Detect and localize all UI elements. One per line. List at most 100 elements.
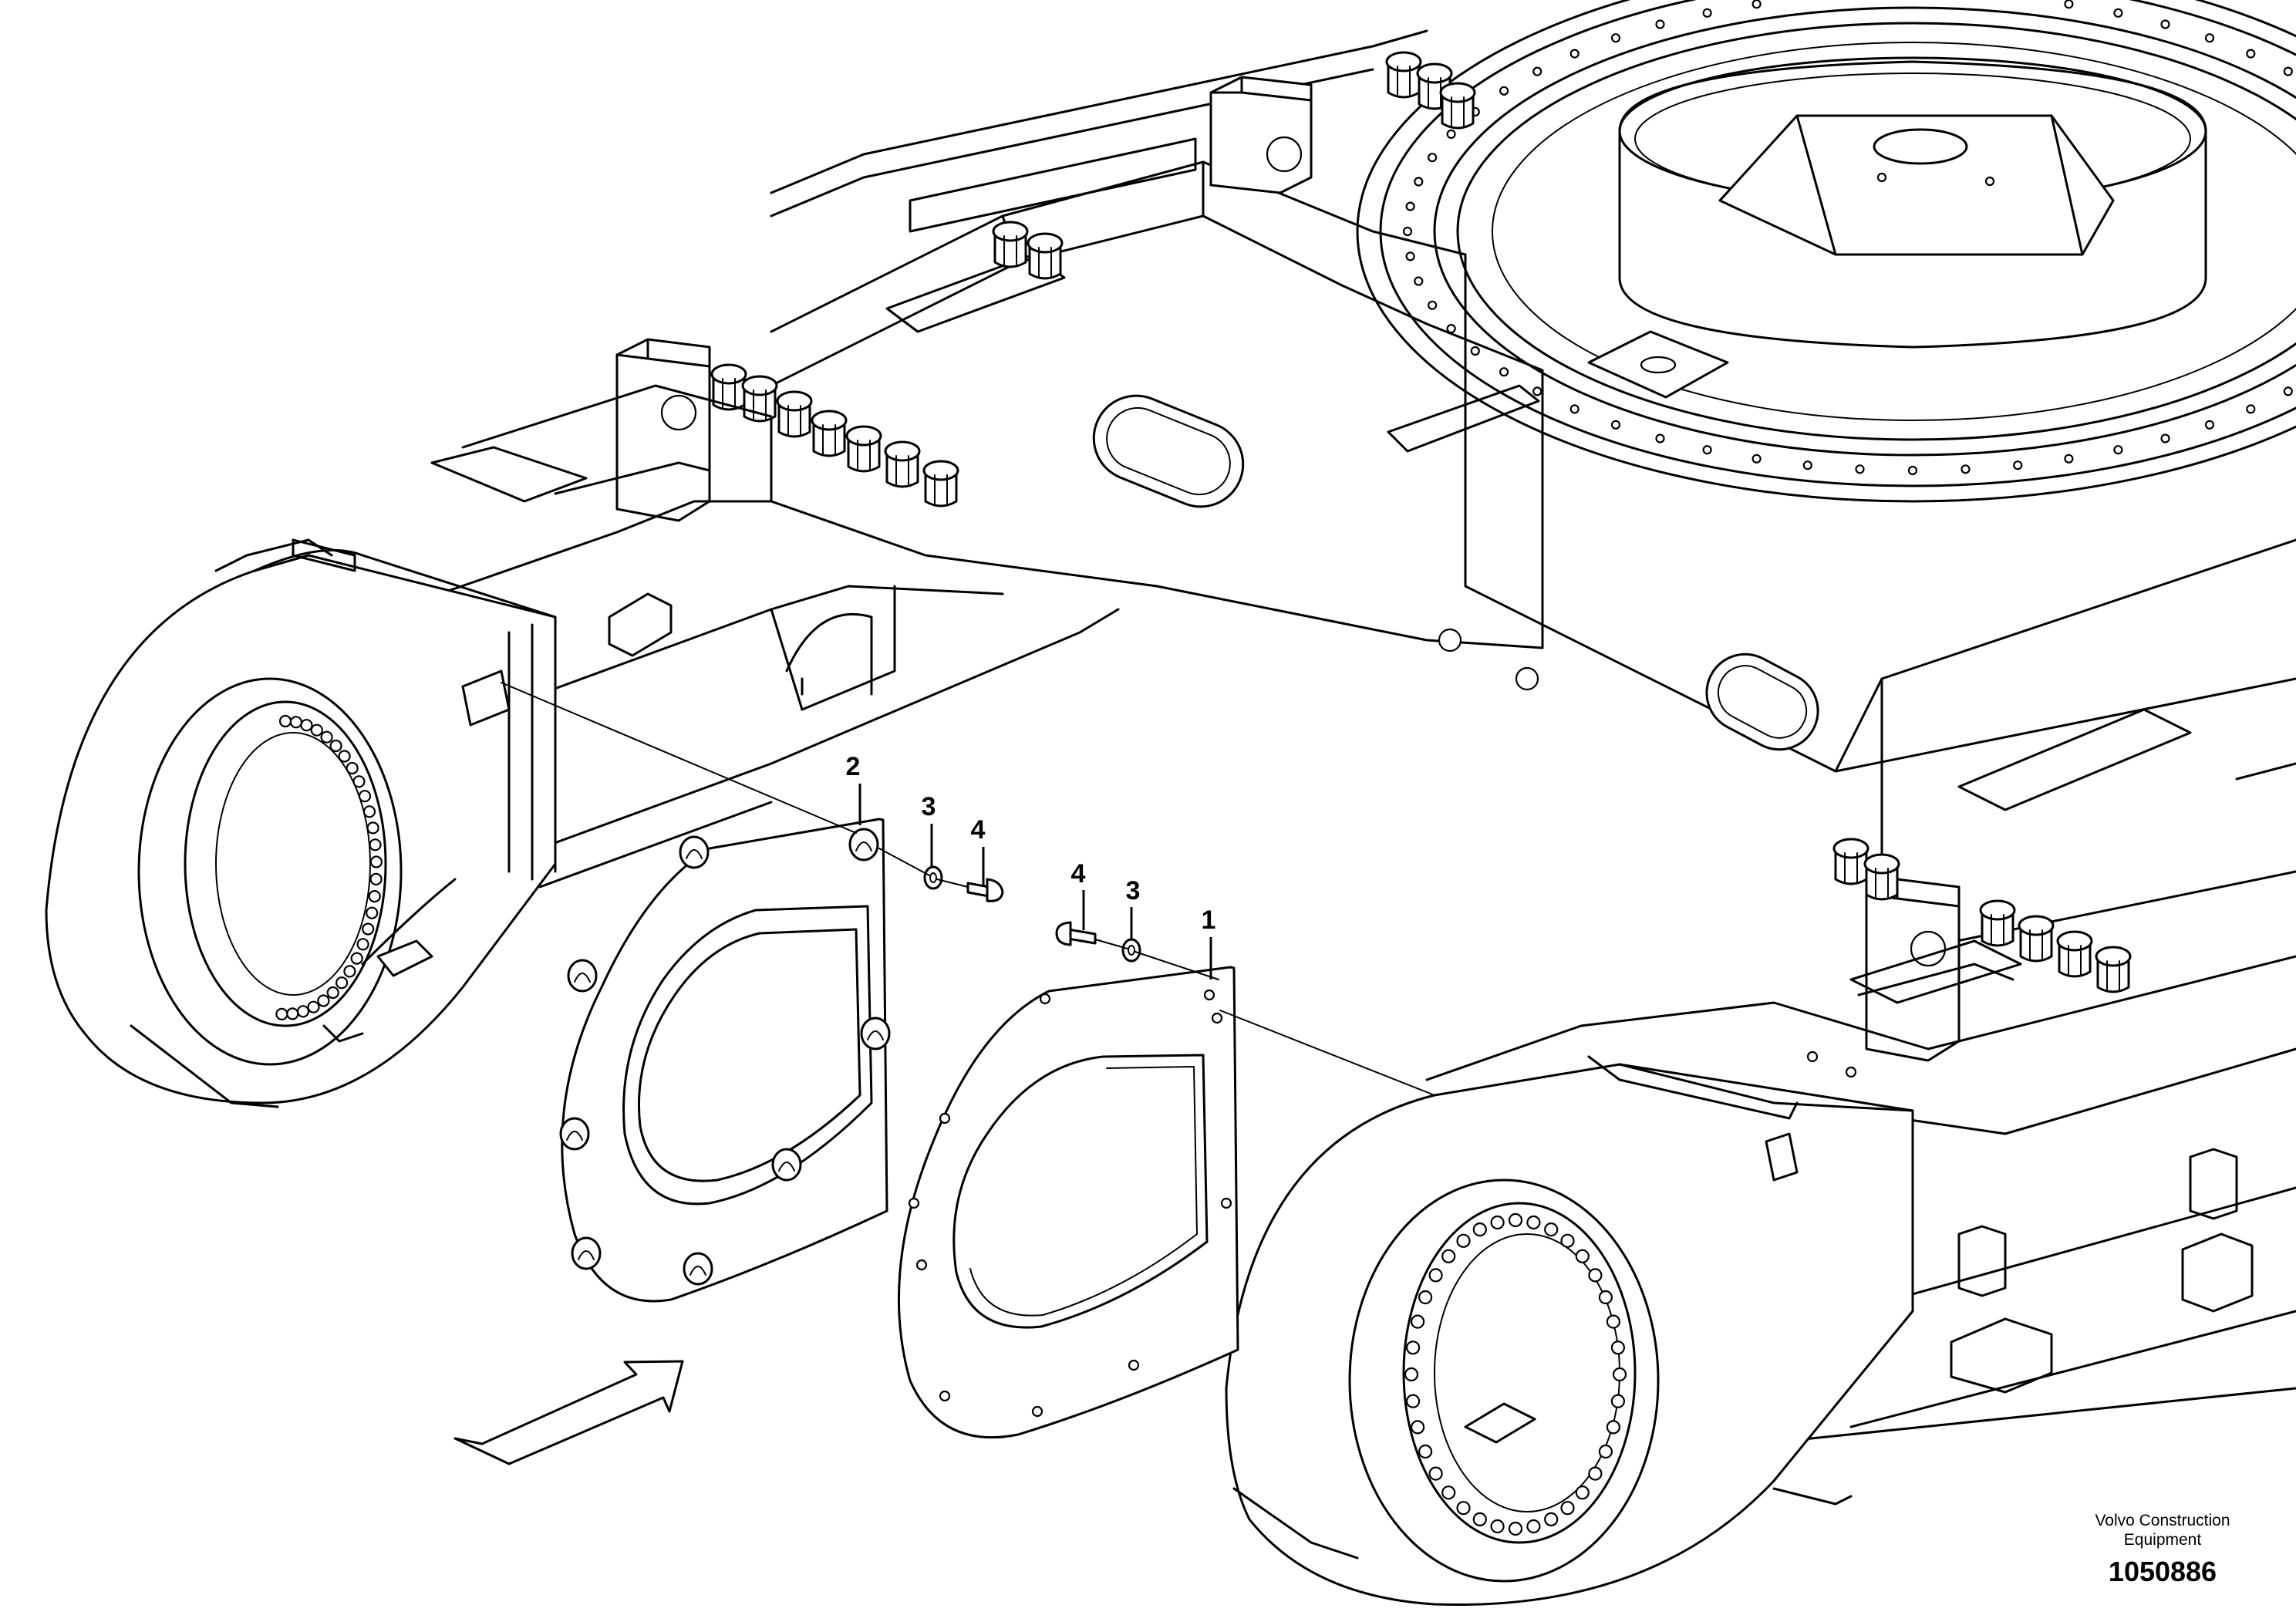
bolt-hole	[1441, 1485, 1456, 1500]
hex-bolt	[741, 375, 778, 423]
mounting-tab	[567, 959, 598, 993]
bolt-hole	[1031, 1405, 1043, 1418]
bolt-hole	[1907, 465, 1918, 476]
clamp-blocks	[608, 76, 2254, 1394]
shim-plate-item-1	[898, 966, 1239, 1439]
bolt-hole	[346, 761, 359, 775]
hex-bolt	[2056, 930, 2093, 978]
bolt-hole	[1752, 0, 1762, 9]
bolt-hole	[1610, 33, 1621, 43]
hex-bolt	[1979, 899, 2016, 947]
bolt-hole	[362, 922, 375, 936]
bolt-hole	[1441, 1249, 1456, 1263]
bolt-hole	[1526, 1519, 1541, 1534]
plate-2-mounting-tabs	[559, 828, 891, 1286]
bolt-hole	[1456, 1233, 1471, 1248]
mounting-tab	[860, 1017, 891, 1050]
company-name: Volvo Construction Equipment	[2095, 1512, 2230, 1549]
bolt-hole	[2064, 454, 2074, 464]
bolt-hole	[1702, 445, 1712, 455]
bolt-hole	[1560, 1233, 1575, 1248]
mounting-tab	[771, 1148, 802, 1182]
callout-item-1: 1	[1202, 905, 1216, 980]
hex-bolt	[845, 425, 882, 473]
bolt-hole	[1606, 1420, 1620, 1435]
bolt-hole	[1544, 1512, 1559, 1527]
bolt-hole	[1472, 1222, 1487, 1237]
drawing-number: 1050886	[2108, 1556, 2217, 1587]
bolt-hole	[362, 805, 376, 818]
bolt-hole	[289, 716, 302, 729]
bolt-hole	[1588, 1268, 1603, 1283]
bolt-hole	[2283, 386, 2293, 396]
bolt-hole	[1405, 251, 1415, 261]
bolt-hole	[1598, 1290, 1613, 1305]
bolt-hole	[939, 1390, 951, 1402]
assembly-lines	[501, 682, 1435, 1096]
bolt-hole	[352, 775, 366, 788]
bolt-hole	[2160, 433, 2170, 443]
bolt-hole	[1456, 1501, 1471, 1516]
bolt-hole	[338, 750, 351, 763]
bolt-hole	[1418, 1290, 1433, 1305]
bolt-hole	[1544, 1222, 1559, 1237]
bolt-hole	[915, 1259, 928, 1271]
bolt-hole	[275, 1007, 288, 1021]
bolt-hole	[286, 1007, 299, 1020]
bolt-hole	[1802, 460, 1812, 470]
bolt-hole	[1508, 1521, 1523, 1536]
bolt-hole	[300, 719, 313, 732]
bolt-hole	[343, 965, 356, 978]
callout-label: 4	[1071, 859, 1086, 889]
mounting-tab	[848, 828, 879, 862]
bolt-hole	[1610, 1340, 1625, 1355]
bolt-hole	[1405, 201, 1415, 211]
callout-item-3-upper: 3	[922, 792, 936, 867]
bolt-hole	[1414, 177, 1424, 187]
fasteners	[923, 865, 1141, 963]
bolt-hole	[1526, 1215, 1541, 1230]
bolt-hole	[1655, 433, 1665, 443]
bolt-hole	[335, 976, 349, 990]
bolt-hole	[1128, 1359, 1140, 1371]
bolt-hole	[2246, 49, 2256, 59]
bolt-hole	[1532, 66, 1542, 76]
bolt-hole	[1404, 1367, 1419, 1382]
left-ring-bolt-holes	[275, 714, 383, 1021]
hex-bolt	[1863, 853, 1900, 901]
bolt-hole	[1220, 1197, 1232, 1209]
bolt-hole	[1428, 1268, 1443, 1283]
bolt-hole	[1446, 129, 1456, 139]
bolt-hole	[1575, 1485, 1590, 1500]
hex-bolt	[1832, 838, 1870, 885]
bolt-hole	[1499, 367, 1509, 377]
bolt-hole	[1606, 1314, 1620, 1329]
bolt-hole	[1532, 386, 1542, 396]
bolt-hole	[366, 821, 379, 835]
bolt-hole	[1855, 464, 1865, 474]
bolt-hole	[1575, 1249, 1590, 1263]
bolt-hole	[358, 790, 372, 803]
mounting-tab	[559, 1117, 590, 1151]
bolt-hole	[1410, 1420, 1425, 1435]
bolt-hole	[1414, 276, 1424, 286]
bolt-hole	[1418, 1444, 1433, 1459]
right-ring-bolt-holes	[1404, 1212, 1627, 1536]
bolt-hole	[1446, 324, 1456, 334]
bolt-hole	[1470, 346, 1480, 356]
bolt-hole	[356, 938, 369, 951]
bolt-hole	[296, 1005, 310, 1018]
bolt-hole	[317, 994, 330, 1007]
bolt-hole	[310, 723, 323, 737]
plate-1-bolt-holes	[908, 989, 1232, 1418]
bolt-hole	[1402, 226, 1413, 237]
bolt-hole	[2283, 66, 2293, 76]
hex-bolt	[1027, 232, 1064, 280]
callout-label: 3	[922, 792, 936, 821]
callout-label: 1	[1202, 905, 1216, 935]
bolt-heads	[710, 51, 2132, 993]
bolt-hole	[1472, 1512, 1487, 1527]
bolt-hole	[1427, 153, 1438, 163]
bolt-hole	[329, 739, 342, 753]
hex-bolt	[922, 460, 959, 508]
